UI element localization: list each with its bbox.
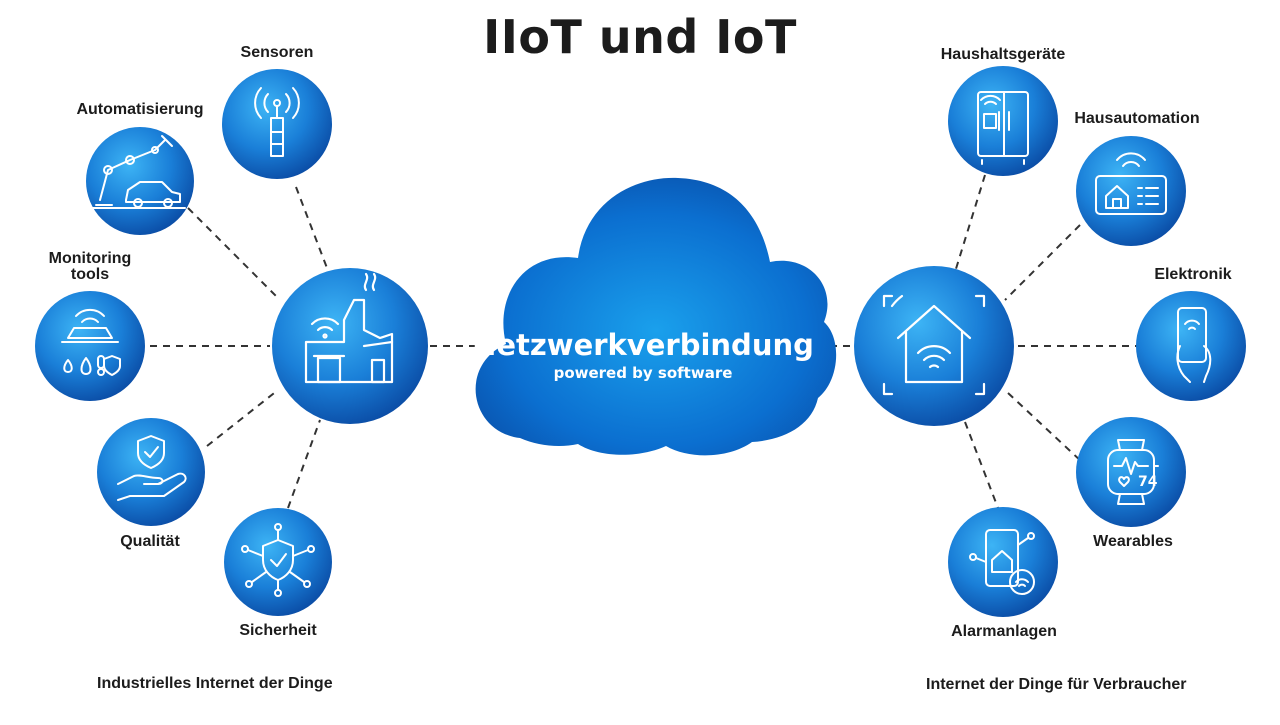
label-elektronik: Elektronik — [1154, 266, 1232, 283]
connector-alarmanlagen — [964, 421, 999, 509]
right-group-label: Internet der Dinge für Verbraucher — [926, 676, 1187, 693]
connector-sensoren — [295, 186, 328, 269]
label-monitoring-line1: Monitoring — [48, 250, 132, 267]
label-haushaltsgeraete: Haushaltsgeräte — [940, 46, 1066, 63]
label-hausautomation: Hausautomation — [1074, 110, 1200, 127]
wearable-reading: 74 — [1138, 474, 1158, 490]
label-sicherheit: Sicherheit — [239, 622, 317, 639]
node-sensoren-circle — [222, 69, 332, 179]
connector-sicherheit — [287, 419, 321, 509]
label-monitoring-line2: tools — [70, 266, 110, 283]
node-factory-circle — [272, 268, 428, 424]
connector-automatisierung — [187, 207, 279, 299]
label-sensoren: Sensoren — [240, 44, 314, 61]
cloud-shape — [475, 177, 837, 456]
factory-wifi-icon — [304, 272, 394, 384]
node-sicherheit-circle — [224, 508, 332, 616]
node-elektronik-circle — [1136, 291, 1246, 401]
fridge-icon — [977, 91, 1029, 165]
label-wearables: Wearables — [1093, 533, 1173, 550]
smartwatch-icon — [1107, 439, 1159, 505]
cloud-subtitle: powered by software — [553, 364, 733, 382]
left-group-label: Industrielles Internet der Dinge — [97, 675, 333, 692]
smart-home-icon — [882, 294, 986, 396]
cloud-title: Netzwerkverbindung — [472, 328, 814, 362]
alarm-phone-icon — [969, 529, 1035, 595]
monitoring-device-icon — [61, 308, 121, 376]
security-shield-network-icon — [241, 523, 315, 597]
connector-wearables — [1007, 392, 1083, 463]
diagram-title: IIoT und IoT — [483, 10, 797, 64]
label-automatisierung: Automatisierung — [76, 101, 204, 118]
label-alarmanlagen: Alarmanlagen — [951, 623, 1057, 640]
sensor-icon — [254, 87, 300, 157]
node-alarmanlagen-circle — [948, 507, 1058, 617]
home-automation-panel-icon — [1095, 152, 1167, 215]
network-cloud — [475, 177, 837, 456]
node-qualitaet-circle — [97, 418, 205, 526]
connector-hausautomation — [1004, 224, 1081, 301]
node-hausautomation-circle — [1076, 136, 1186, 246]
node-monitoring-circle — [35, 291, 145, 401]
robot-arm-car-icon — [89, 135, 186, 209]
connector-qualitaet — [206, 389, 279, 447]
label-qualitaet: Qualität — [120, 533, 180, 550]
connector-lines — [150, 174, 1138, 509]
smartphone-hand-icon — [1176, 307, 1212, 383]
connector-haushaltsgeraete — [954, 174, 986, 273]
quality-hand-shield-icon — [117, 435, 187, 501]
